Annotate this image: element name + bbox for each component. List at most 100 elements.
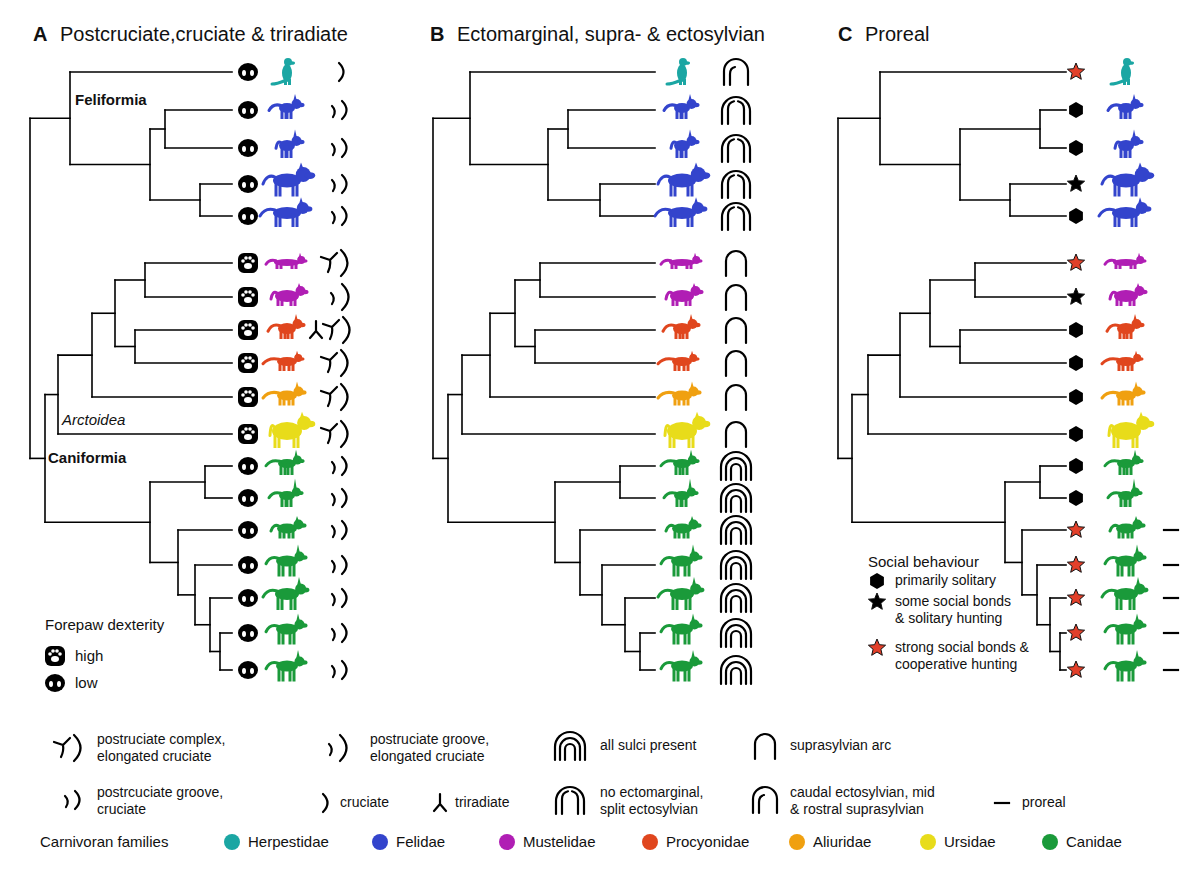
animal-leg	[680, 496, 683, 508]
animal-leg	[676, 296, 679, 306]
animal-ear	[693, 253, 696, 259]
legend-text: some social bonds & solitary hunting	[895, 593, 1017, 627]
tree-branch	[1010, 183, 1066, 185]
animal-tail	[266, 461, 280, 466]
animal-leg	[1121, 666, 1124, 682]
postcruciate-groove-symbol	[332, 561, 335, 572]
solitary-hexagon	[1069, 102, 1083, 118]
animal-leg	[1124, 108, 1127, 119]
postcruciate-groove-symbol	[332, 629, 335, 640]
legend-text: proreal	[1022, 794, 1066, 811]
tree-branch	[150, 562, 178, 564]
animal-leg	[278, 666, 281, 682]
proreal-symbol	[1164, 597, 1178, 599]
postcruciate-groove-symbol	[332, 106, 335, 117]
animal-tail	[276, 142, 281, 148]
animal-snout	[298, 103, 305, 108]
animal-leg	[275, 213, 278, 227]
animal-leg	[675, 263, 678, 270]
animal-snout	[1141, 259, 1147, 263]
animal-ear	[295, 351, 298, 357]
animal-leg	[683, 362, 686, 372]
animal-leg	[686, 263, 689, 270]
animal-leg	[1113, 431, 1116, 448]
animal-snout	[301, 660, 308, 665]
animal-leg	[290, 146, 293, 159]
animal-leg	[1136, 431, 1139, 448]
low-dexterity-icon	[238, 489, 258, 507]
cruciate-symbol	[342, 489, 347, 507]
animal-leg	[670, 213, 673, 227]
animal-leg	[689, 296, 692, 306]
animal-leg	[682, 464, 685, 476]
tree-branch	[975, 296, 1066, 298]
tree-branch	[165, 147, 232, 149]
animal-snout	[297, 491, 303, 495]
high-dexterity-icon	[238, 287, 258, 307]
clade-label: Feliformia	[75, 91, 147, 109]
animal-tail	[269, 105, 281, 111]
legend-heading: Carnivoran families	[40, 833, 168, 851]
solitary-hexagon	[1069, 426, 1083, 442]
animal-leg	[1127, 362, 1130, 372]
suprasylvian-arc-symbol	[726, 422, 746, 447]
animal-silhouette	[666, 283, 704, 306]
icon-detail	[250, 563, 254, 569]
animal-ear	[293, 479, 297, 491]
legend-heading: Social behaviour	[868, 553, 979, 571]
tree-branch	[58, 433, 232, 435]
low-dexterity-icon	[238, 175, 258, 193]
all-sulci-symbol	[721, 484, 751, 512]
animal-leg	[297, 431, 300, 448]
animal-snout	[695, 390, 702, 395]
animal-leg	[288, 529, 291, 539]
cruciate-symbol	[342, 175, 347, 193]
high-dexterity-icon	[238, 253, 258, 273]
tree-branch	[625, 597, 655, 599]
animal-leg	[281, 594, 284, 610]
panel-letter: C	[838, 22, 852, 46]
tree-branch	[1040, 465, 1066, 467]
animal-tail	[1105, 558, 1117, 564]
animal-leg	[1125, 496, 1128, 508]
legend-text: postrcuciate groove, cruciate	[97, 784, 247, 818]
cruciate-symbol	[342, 624, 347, 642]
animal-leg	[293, 431, 296, 448]
animal-leg	[292, 181, 295, 197]
cruciate-symbol	[75, 791, 80, 809]
animal-ear	[295, 382, 299, 390]
icon-detail	[241, 293, 245, 297]
animal-leg	[1119, 329, 1122, 340]
animal-ear	[294, 450, 298, 459]
tree-branch	[462, 433, 655, 435]
animal-silhouette	[271, 283, 309, 306]
all-sulci-symbol	[721, 551, 751, 579]
animal-silhouette	[1107, 314, 1145, 339]
animal-leg	[1132, 561, 1135, 577]
animal-ear	[1137, 163, 1143, 172]
animal-silhouette	[658, 382, 702, 406]
icon-detail	[244, 356, 248, 360]
legend-text: Canidae	[1066, 833, 1122, 851]
animal-leg	[281, 296, 284, 306]
tree-branch	[548, 128, 568, 130]
animal-silhouette	[1109, 412, 1154, 448]
animal-silhouette	[260, 197, 312, 227]
animal-leg	[295, 263, 298, 270]
animal-leg	[1128, 666, 1131, 682]
tree-branch	[555, 481, 620, 483]
animal-leg	[673, 561, 676, 577]
tree-branch	[880, 71, 1066, 73]
icon-detail	[48, 652, 52, 656]
tree-branch	[220, 669, 232, 671]
animal-ear	[1138, 412, 1144, 420]
icon-detail	[248, 427, 252, 431]
animal-silhouette	[658, 163, 710, 197]
animal-ear	[689, 314, 693, 322]
animal-silhouette	[271, 516, 307, 539]
animal-silhouette	[269, 94, 305, 119]
tree-branch	[470, 164, 548, 166]
tree-branch	[433, 117, 470, 119]
tree-branch	[205, 497, 232, 499]
animal-tail	[269, 493, 281, 498]
